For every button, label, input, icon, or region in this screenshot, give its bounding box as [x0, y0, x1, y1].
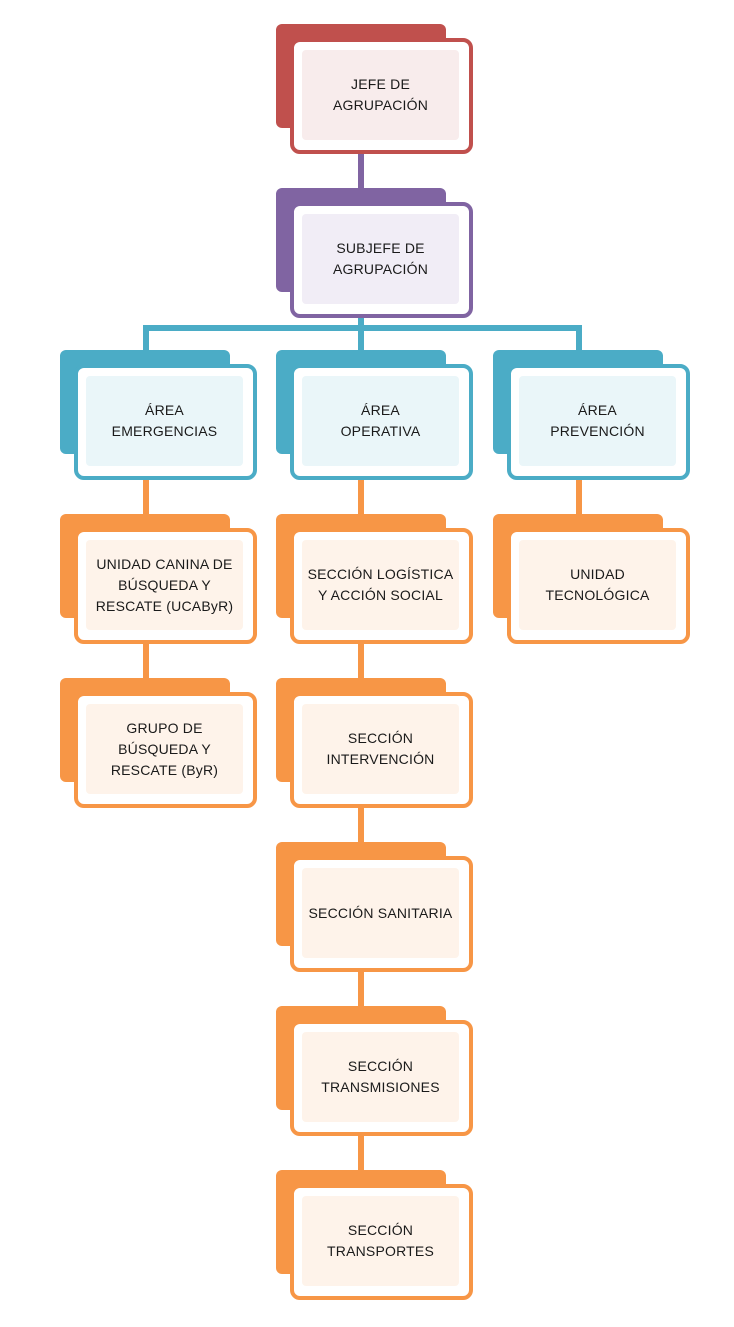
node-unidad-tecnologica: UNIDAD TECNOLÓGICA: [493, 514, 690, 644]
node-area-emergencias: ÁREA EMERGENCIAS: [60, 350, 257, 480]
node-label-line: ÁREA: [145, 402, 184, 418]
node-seccion-transportes: SECCIÓN TRANSPORTES: [276, 1170, 473, 1300]
node-label-line: GRUPO DE: [126, 719, 203, 736]
node-label-line: TRANSMISIONES: [321, 1079, 440, 1095]
node-label-line: JEFE DE: [351, 76, 410, 92]
node-label-line: SECCIÓN: [347, 730, 414, 746]
node-seccion-transmisiones: SECCIÓN TRANSMISIONES: [276, 1006, 473, 1136]
connector-intervencion-sanitaria: [358, 804, 364, 842]
connector-sanitaria-transmisiones: [358, 968, 364, 1006]
node-label-line: AGRUPACIÓN: [332, 261, 429, 277]
node-label-line: Y ACCIÓN SOCIAL: [318, 587, 443, 603]
connector-ucabyr-byr: [143, 640, 149, 678]
node-label-line: AGRUPACIÓN: [332, 97, 429, 113]
node-label-line: SECCIÓN SANITARIA: [308, 904, 453, 921]
node-grupo-byr: GRUPO DE BÚSQUEDA Y RESCATE (ByR): [60, 678, 257, 808]
node-label-line: ÁREA: [578, 402, 617, 418]
node-area-operativa: ÁREA OPERATIVA: [276, 350, 473, 480]
node-label-line: BÚSQUEDA Y: [118, 740, 211, 757]
node-label-line: SECCIÓN LOGÍSTICA: [307, 566, 454, 582]
connector-bar-prevencion: [576, 325, 582, 350]
node-label-line: OPERATIVA: [340, 423, 421, 439]
node-label-line: ÁREA: [361, 402, 400, 418]
node-jefe-agrupacion: JEFE DE AGRUPACIÓN: [276, 24, 473, 154]
connector-emergencias-ucabyr: [143, 478, 149, 516]
node-label-line: UNIDAD: [570, 566, 625, 582]
node-seccion-logistica: SECCIÓN LOGÍSTICA Y ACCIÓN SOCIAL: [276, 514, 473, 644]
node-label-line: SECCIÓN: [347, 1058, 414, 1074]
node-label-line: BÚSQUEDA Y: [118, 576, 211, 593]
connector-bar-operativa: [358, 325, 364, 350]
node-label-line: EMERGENCIAS: [111, 423, 218, 439]
connector-subjefe-trunk: [358, 314, 364, 328]
node-seccion-intervencion: SECCIÓN INTERVENCIÓN: [276, 678, 473, 808]
node-label-line: INTERVENCIÓN: [326, 751, 435, 767]
node-label-line: TECNOLÓGICA: [545, 587, 650, 603]
node-label-line: SECCIÓN: [347, 1222, 414, 1238]
node-label-line: PREVENCIÓN: [550, 423, 645, 439]
node-seccion-sanitaria: SECCIÓN SANITARIA: [276, 842, 473, 972]
connector-operativa-logistica: [358, 478, 364, 516]
connector-jefe-subjefe: [358, 150, 364, 188]
node-label-line: RESCATE (UCAByR): [95, 597, 234, 614]
connector-transmisiones-transportes: [358, 1132, 364, 1170]
connector-prevencion-tecnologica: [576, 478, 582, 516]
node-label-line: SUBJEFE DE: [336, 240, 425, 256]
node-label-line: RESCATE (ByR): [110, 761, 219, 778]
node-area-prevencion: ÁREA PREVENCIÓN: [493, 350, 690, 480]
node-subjefe-agrupacion: SUBJEFE DE AGRUPACIÓN: [276, 188, 473, 318]
node-label-line: UNIDAD CANINA DE: [96, 555, 233, 572]
connector-logistica-intervencion: [358, 640, 364, 678]
node-label-line: TRANSPORTES: [327, 1243, 434, 1259]
node-unidad-canina: UNIDAD CANINA DE BÚSQUEDA Y RESCATE (UCA…: [60, 514, 257, 644]
connector-bar-emergencias: [143, 325, 149, 350]
